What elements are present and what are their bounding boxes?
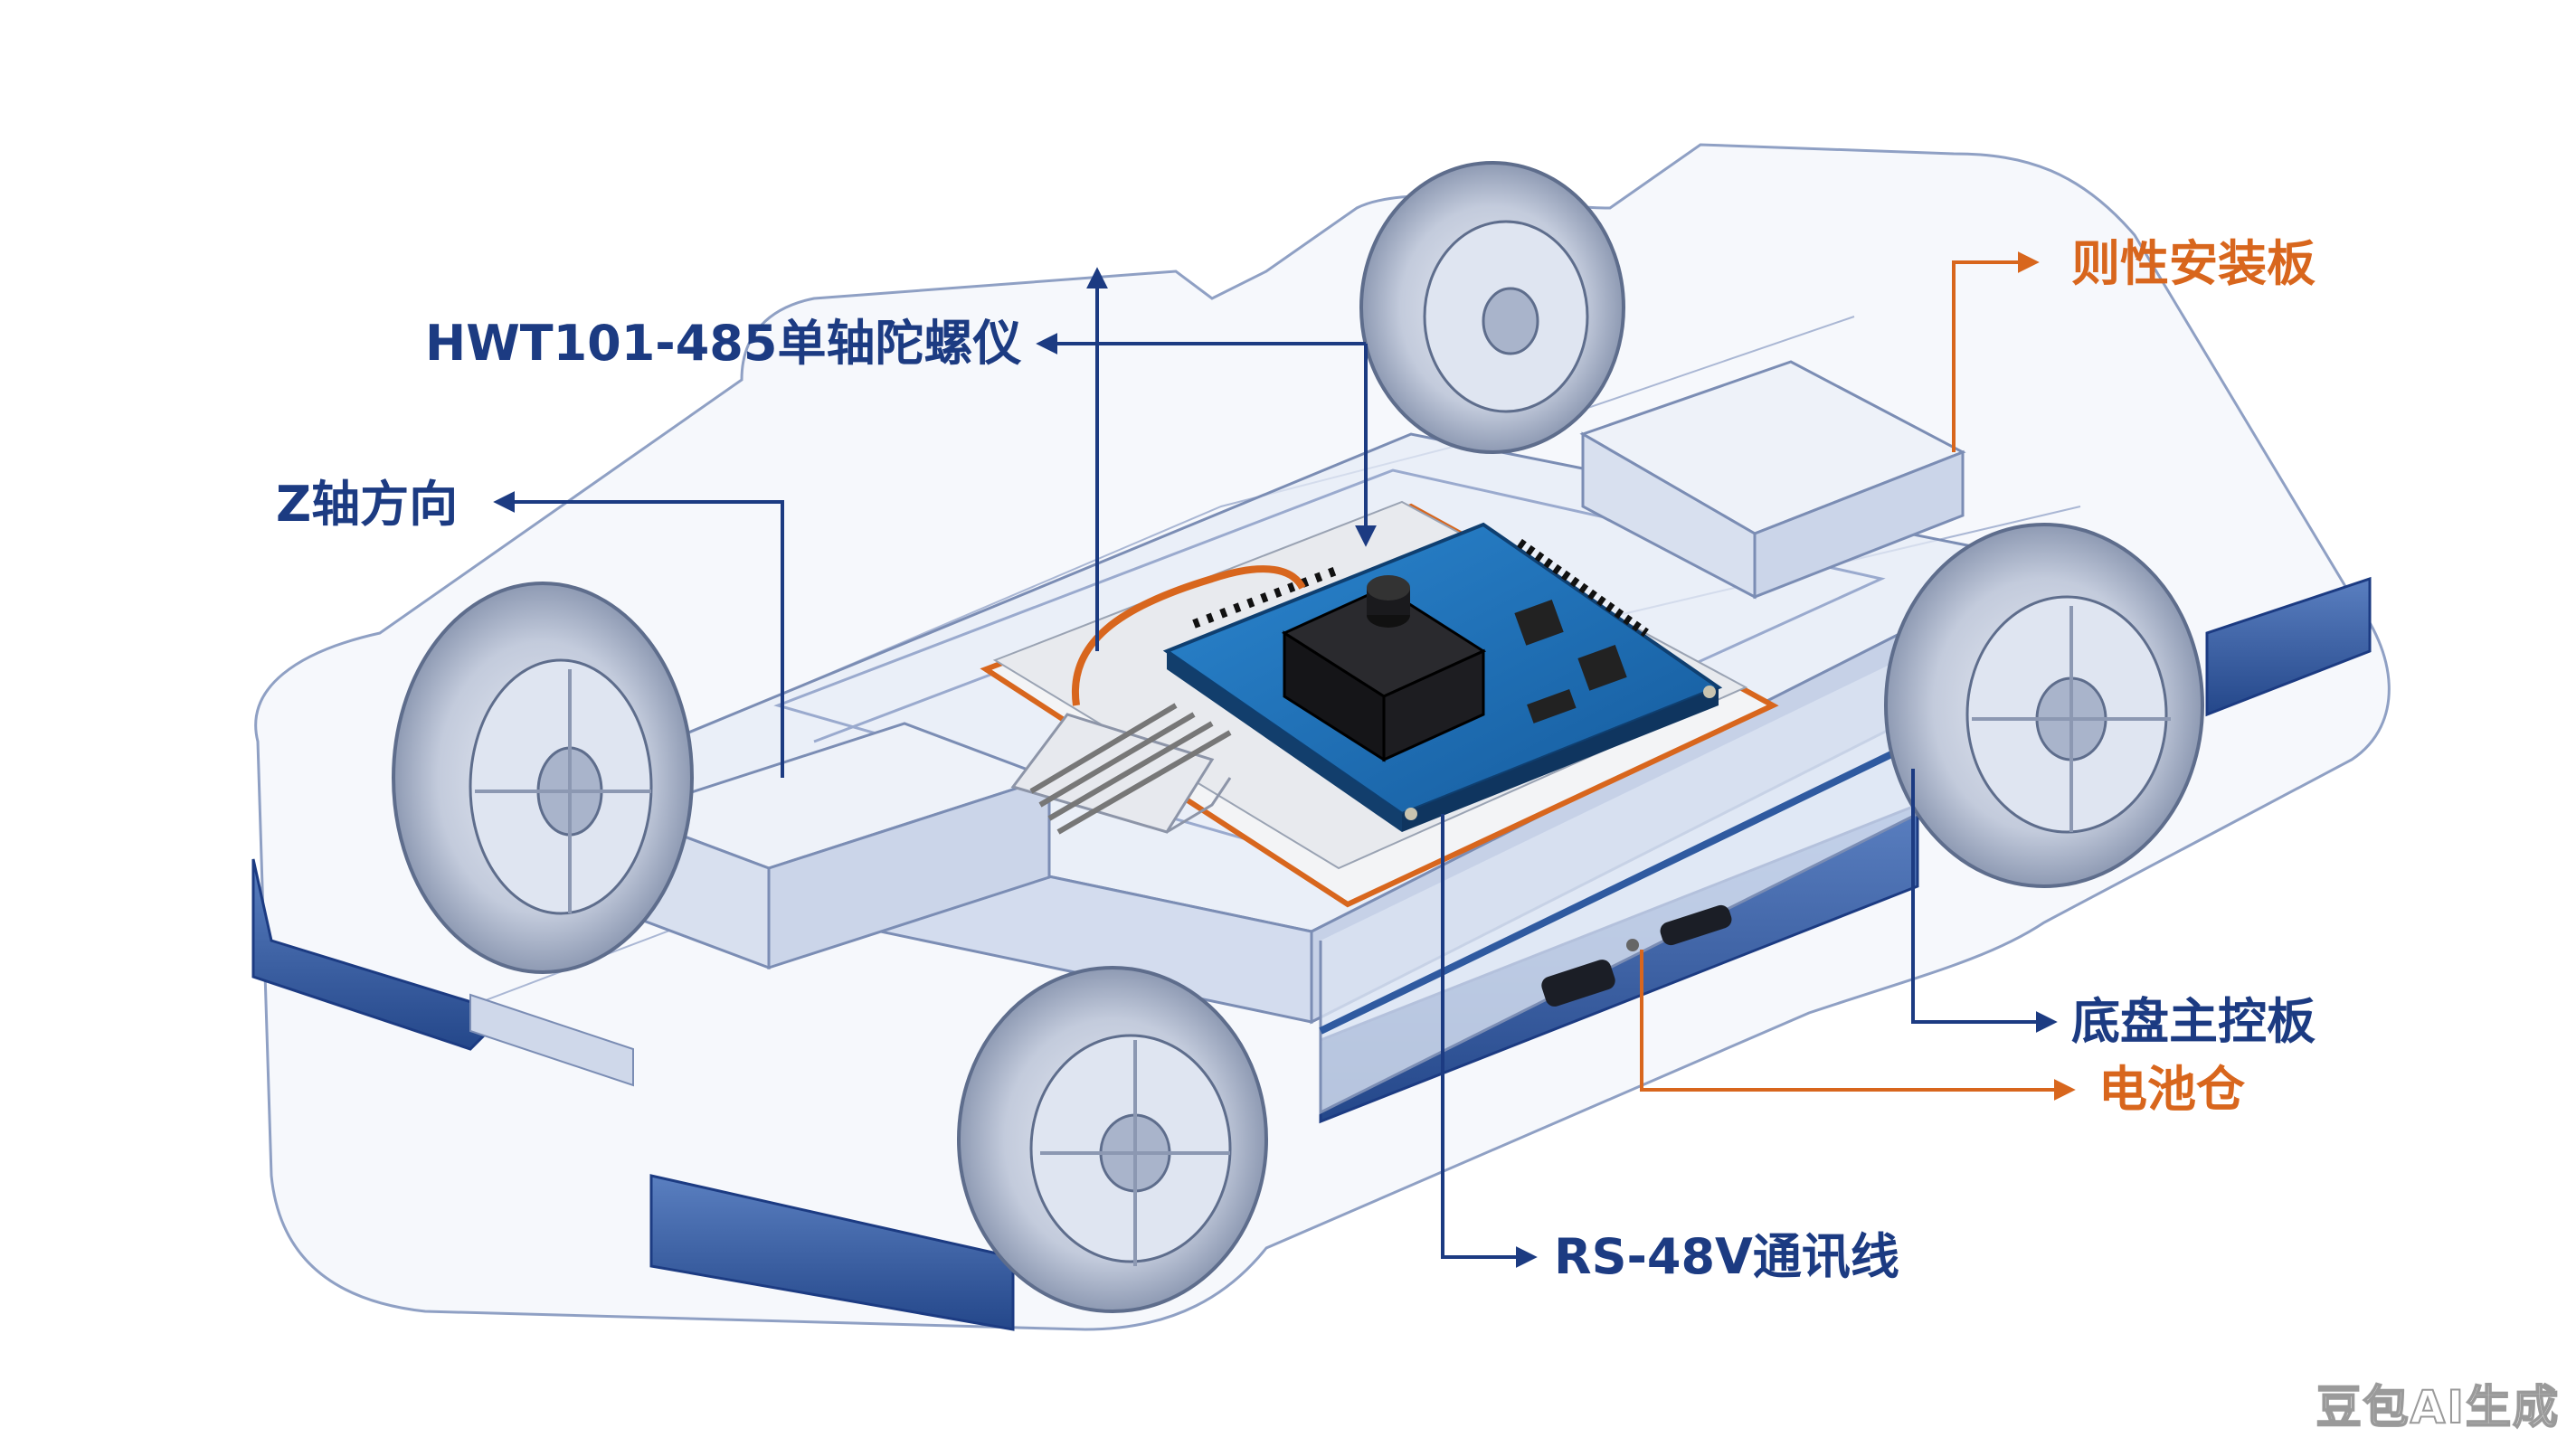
- label-rs485: RS-48V通讯线: [1554, 1228, 1899, 1285]
- right-box: [1579, 360, 1966, 600]
- label-gyro: HWT101-485单轴陀螺仪: [425, 315, 1022, 372]
- gyro-module: [1281, 575, 1487, 762]
- label-main-board: 底盘主控板: [2071, 993, 2316, 1050]
- watermark-text: 豆包AI生成: [2316, 1380, 2560, 1434]
- label-side-mount: 则性安装板: [2071, 235, 2316, 292]
- front-ports: [1541, 904, 1732, 1007]
- label-battery: 电池仓: [2098, 1061, 2245, 1118]
- wheel-front-right: [1359, 161, 1625, 454]
- callout-lines: [493, 251, 2076, 1268]
- ribbon-cable: [1010, 703, 1232, 835]
- wheel-rear-left: [957, 966, 1268, 1313]
- label-z-axis: Z轴方向: [276, 476, 459, 533]
- wheel-front-left: [392, 582, 694, 974]
- wheel-rear-right: [1884, 523, 2204, 888]
- orange-cable: [1071, 565, 1306, 706]
